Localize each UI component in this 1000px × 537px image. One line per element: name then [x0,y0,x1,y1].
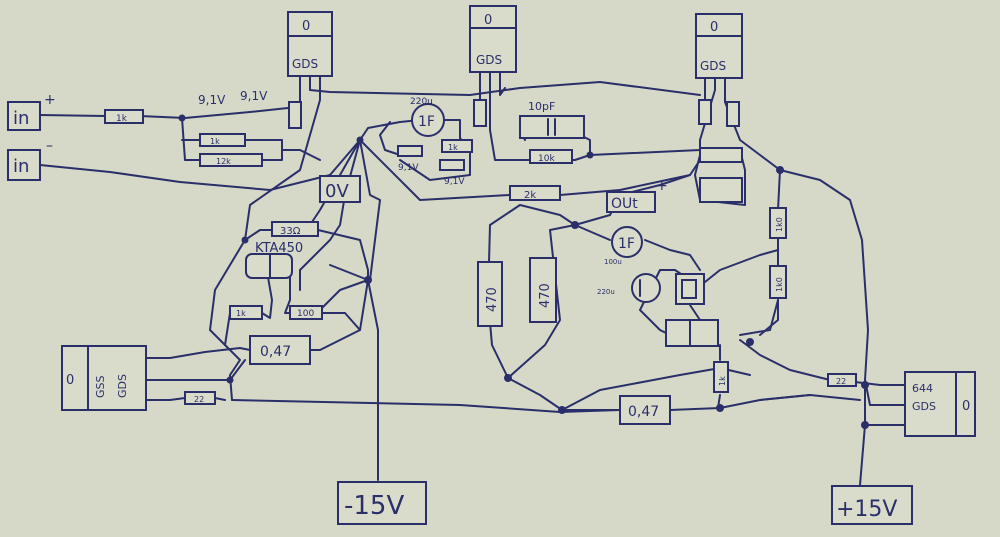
resistor-pair-top[interactable]: 1k [199,133,246,147]
terminal-in-minus[interactable]: in – [7,138,53,181]
svg-text:0: 0 [66,373,74,388]
svg-text:in: in [13,108,29,129]
svg-text:470: 470 [485,287,500,312]
svg-text:9,1V: 9,1V [398,163,419,173]
svg-text:0: 0 [710,20,718,35]
svg-text:9,1V: 9,1V [444,177,465,187]
transistor-right-power[interactable]: 0 644 GDS [904,371,976,437]
svg-text:in: in [13,156,29,177]
resistor-top1-side[interactable] [288,101,302,129]
label-ic: KTA450 [255,241,303,256]
label-voltage-2: 9,1V [240,89,268,103]
diode-pack-top3[interactable] [699,147,743,203]
svg-text:0,47: 0,47 [628,404,659,420]
resistor-right-vertical-1[interactable]: 1k0 [769,207,787,239]
svg-text:-15V: -15V [344,491,404,521]
svg-text:1k: 1k [236,309,246,318]
resistor-2k[interactable]: 2k [509,185,561,201]
resistor-047-right[interactable]: 0,47 [619,395,671,425]
svg-text:GDS: GDS [912,400,936,413]
svg-text:22: 22 [194,395,204,404]
svg-text:+15V: +15V [836,497,897,522]
svg-text:2k: 2k [524,190,536,201]
svg-text:1k: 1k [448,143,458,152]
transistor-left-power[interactable]: 0 GSS GDS [61,345,147,411]
resistor-input-1k[interactable]: 1k [104,109,144,124]
label-cap-220u-top: 220u [410,97,433,107]
svg-text:GDS: GDS [476,53,502,67]
resistor-1k-mid[interactable]: 1k [441,139,473,153]
svg-text:+: + [44,92,56,108]
svg-text:644: 644 [912,382,933,395]
resistor-top2-side[interactable] [473,99,487,127]
resistor-470-a[interactable]: 470 [477,261,503,327]
svg-text:470: 470 [538,283,553,308]
terminal-pos-supply[interactable]: +15V [831,485,913,525]
label-voltage-1: 9,1V [198,93,226,107]
svg-text:0,47: 0,47 [260,344,291,360]
junction-dots [178,114,869,429]
terminal-ground[interactable]: 0V [319,175,361,203]
svg-text:12k: 12k [216,157,231,166]
resistor-047-left[interactable]: 0,47 [249,335,311,365]
svg-text:GDS: GDS [292,57,318,71]
svg-text:22: 22 [836,377,846,386]
ic-package-left[interactable] [245,253,293,279]
svg-text:GDS: GDS [116,374,129,398]
svg-text:100: 100 [297,309,314,319]
svg-text:10k: 10k [538,154,555,164]
transistor-top-3[interactable]: 0 GDS [695,13,743,79]
transistor-top-2[interactable]: 0 GDS [469,5,517,73]
resistor-1k-lower[interactable]: 1k [229,305,263,320]
svg-text:+: + [656,178,668,194]
svg-text:GSS: GSS [94,375,107,398]
svg-text:1k0: 1k0 [775,217,784,232]
resistor-33-ohm[interactable]: 33Ω [271,221,319,237]
trimmer-box[interactable] [675,273,705,305]
svg-text:OUt: OUt [611,196,638,212]
svg-text:0: 0 [302,19,310,34]
svg-text:–: – [46,138,53,154]
zener-left[interactable]: 9,1V [397,145,423,173]
svg-text:1F: 1F [618,236,635,252]
svg-text:1k0: 1k0 [775,277,784,292]
resistor-sense-small[interactable]: 22 [184,391,216,405]
driver-package[interactable] [665,319,719,347]
transistor-top-1[interactable]: 0 GDS [287,11,333,77]
terminal-in-plus[interactable]: in + [7,92,56,131]
resistor-pair-bottom[interactable]: 12k [199,153,263,167]
svg-text:0: 0 [962,399,970,414]
resistor-small-vertical[interactable]: 1k [713,361,729,393]
zener-right[interactable]: 9,1V [439,159,465,187]
svg-text:1F: 1F [418,114,435,130]
svg-text:0: 0 [484,13,492,28]
label-cap-10pf: 10pF [528,100,555,113]
svg-text:33Ω: 33Ω [280,226,301,237]
svg-text:GDS: GDS [700,59,726,73]
capacitor-220u-out[interactable] [631,273,661,303]
resistor-right-small[interactable]: 22 [827,373,857,387]
resistor-right-vertical-2[interactable]: 1k0 [769,265,787,299]
svg-text:1k: 1k [210,137,220,146]
terminal-out[interactable]: OUt + [606,178,668,213]
resistor-top3-right[interactable] [726,101,740,127]
resistor-470-b[interactable]: 470 [529,257,557,323]
terminal-neg-supply[interactable]: -15V [337,481,427,525]
capacitor-10pf[interactable] [519,115,585,139]
resistor-100[interactable]: 100 [289,305,323,320]
label-cap-small: 100u [604,258,622,266]
svg-text:1k: 1k [718,376,727,386]
capacitor-1f-out[interactable]: 1F [611,226,643,258]
svg-text:0V: 0V [325,181,349,202]
label-cap-220u: 220u [597,288,615,296]
resistor-10k[interactable]: 10k [529,149,573,164]
svg-text:1k: 1k [116,114,128,124]
resistor-top3-left[interactable] [698,99,712,125]
capacitor-1f-top[interactable]: 1F [411,103,445,137]
